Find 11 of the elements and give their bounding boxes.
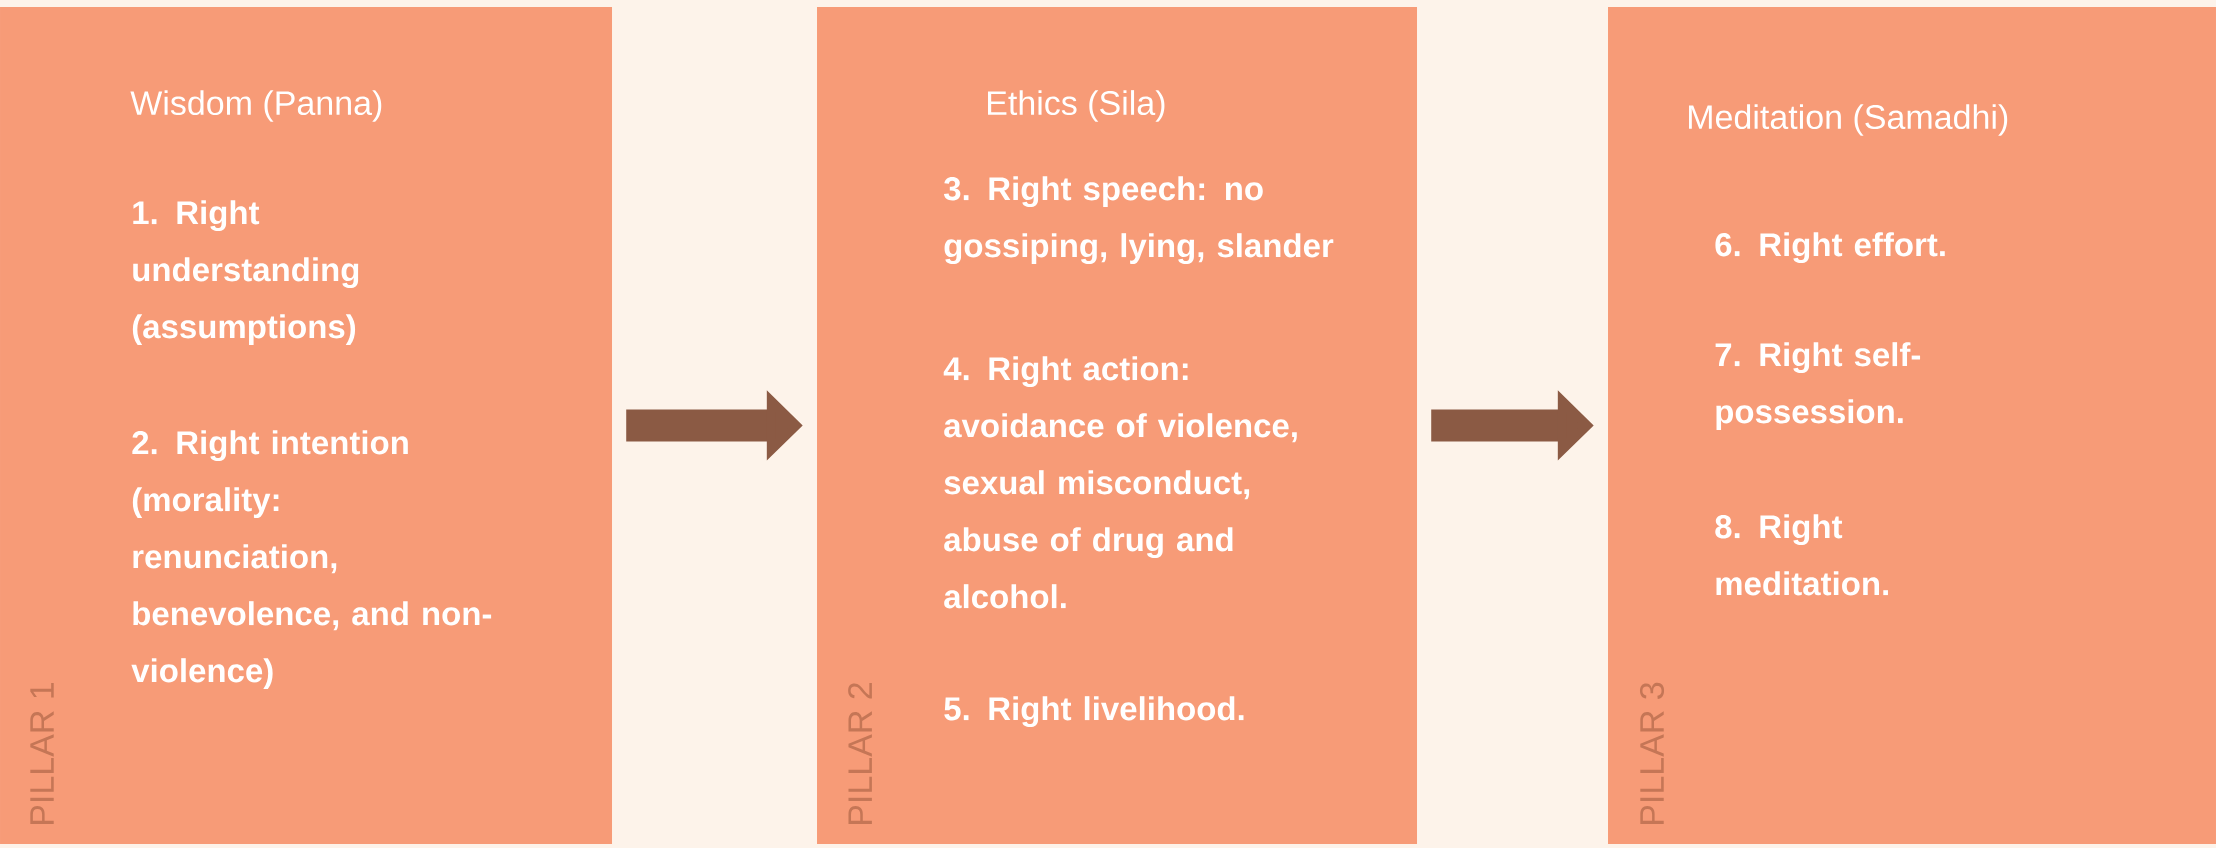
list-item: 8. Right meditation. — [1715, 514, 1888, 596]
list-item: 3. Right speech: no gossiping, lying, slander — [943, 176, 1334, 265]
heading: Meditation (Samadhi) — [1689, 104, 2008, 136]
heading: Wisdom (Panna) — [130, 90, 382, 122]
list-item: 2. Right intention (morality: renunciation, benevolence, and non-violence) — [131, 430, 492, 689]
heading: Ethics (Sila) — [988, 90, 1165, 122]
list-item: 4. Right action: avoidance of violence, sexual misconduct, abuse of drug and alcohol. — [943, 356, 1297, 609]
list-item: 1. Right understanding (assumptions) — [132, 200, 359, 345]
list-item: 7. Right self-possession. — [1715, 342, 1921, 430]
list-item: 6. Right effort. — [1715, 232, 1945, 264]
list-item: 5. Right livelihood. — [944, 696, 1244, 728]
